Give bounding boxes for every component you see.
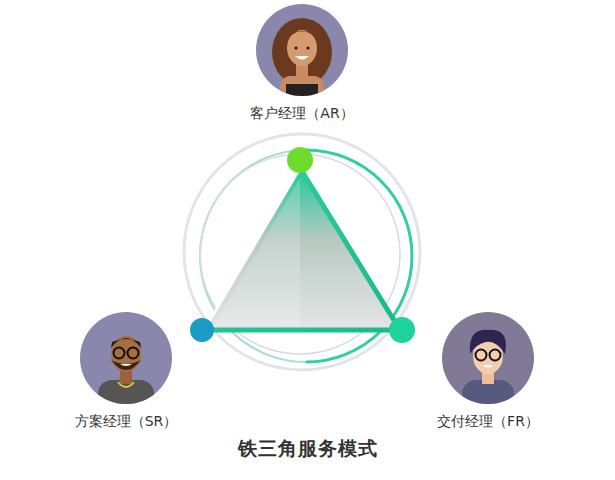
role-node: 方案经理（SR）	[71, 312, 182, 430]
green-ring	[200, 150, 412, 362]
vertex-dot	[287, 147, 313, 173]
avatar-icon	[256, 4, 348, 96]
vertex-dot	[190, 318, 214, 342]
inner-ring	[200, 154, 400, 354]
role-node: 客户经理（AR）	[246, 4, 357, 122]
vertex-dot	[389, 317, 415, 343]
role-label: 方案经理（SR）	[71, 412, 182, 430]
triangle-edge	[204, 168, 400, 330]
diagram-title: 铁三角服务模式	[238, 436, 378, 462]
avatar-icon	[442, 312, 534, 404]
triangle	[204, 168, 400, 330]
triangle-edge-light	[204, 168, 300, 330]
triangle-shine	[214, 178, 300, 326]
avatar-icon	[80, 312, 172, 404]
outer-ring	[184, 134, 420, 370]
role-label: 交付经理（FR）	[433, 412, 543, 430]
role-node: 交付经理（FR）	[433, 312, 543, 430]
role-label: 客户经理（AR）	[246, 104, 357, 122]
